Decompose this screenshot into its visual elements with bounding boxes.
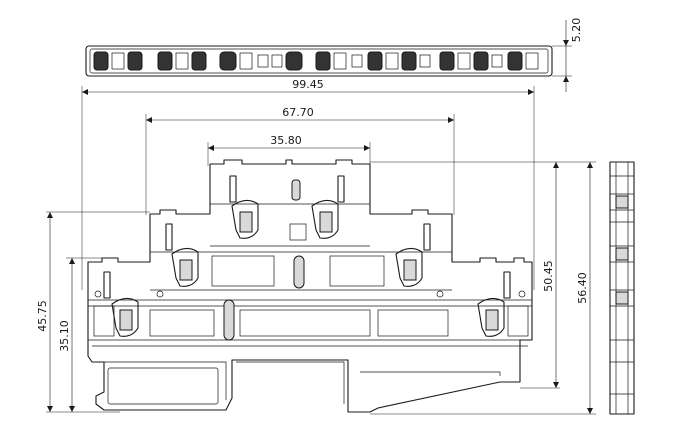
overall-width-label: 99.45 [292, 78, 324, 91]
center-slot-upper [293, 255, 305, 289]
inner-width-label: 35.80 [270, 134, 302, 147]
right-outer-height-label: 56.40 [576, 272, 589, 304]
center-slot-lower [223, 299, 235, 341]
left-dimensions: 45.75 35.10 [36, 211, 150, 413]
horizontal-dimensions: 99.45 67.70 35.80 [81, 78, 535, 290]
mid-width-label: 67.70 [282, 106, 314, 119]
top-width-label: 5.20 [570, 18, 583, 43]
side-view [609, 161, 635, 415]
right-dimensions: 50.45 56.40 [370, 161, 596, 415]
left-outer-height-label: 45.75 [36, 300, 49, 332]
spring-clamps [103, 175, 511, 337]
top-view-openings [93, 51, 539, 71]
left-inner-height-label: 35.10 [58, 320, 71, 352]
front-view [87, 159, 533, 413]
right-inner-height-label: 50.45 [542, 260, 555, 292]
top-view: 5.20 [85, 18, 583, 92]
